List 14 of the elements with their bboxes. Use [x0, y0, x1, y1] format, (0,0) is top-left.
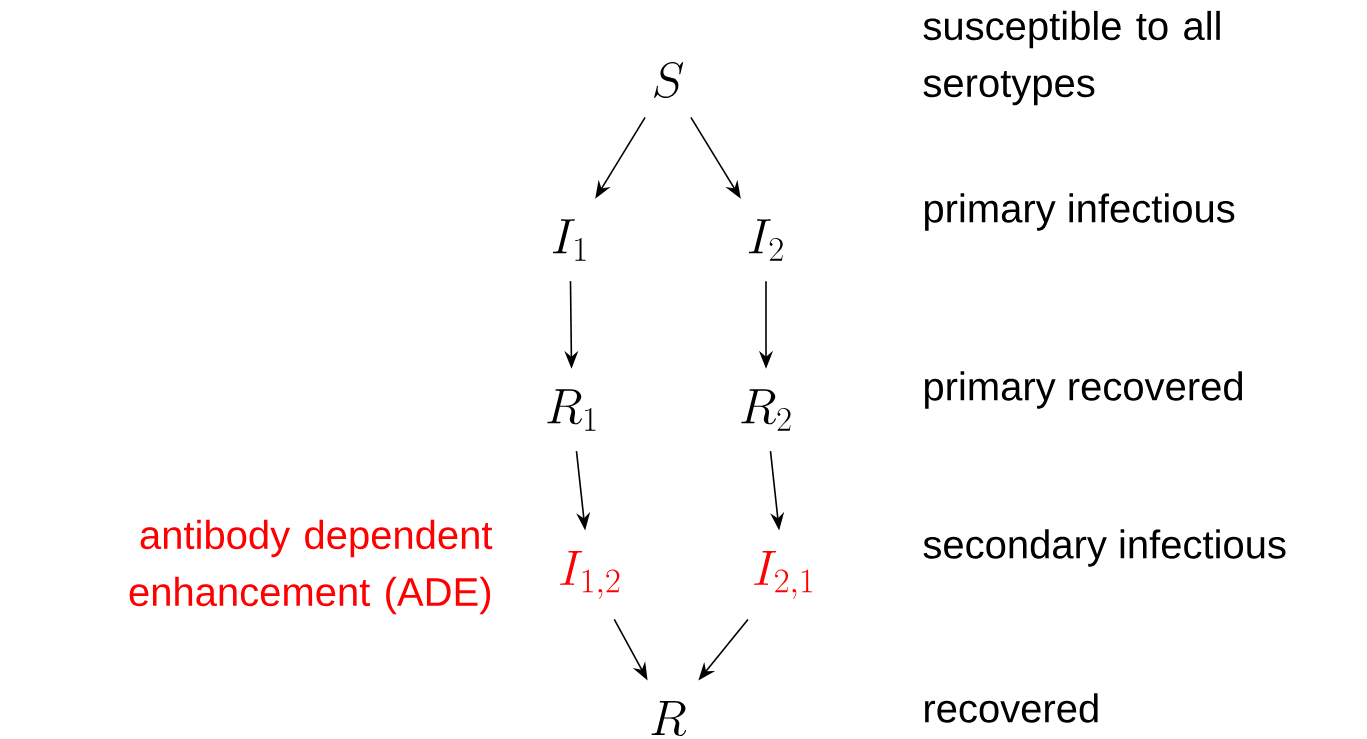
row-label: primary recovered	[925, 371, 1243, 409]
math-symbol: $R_1$	[547, 389, 596, 431]
row-label: susceptible to all serotypes	[923, 10, 1220, 106]
math-symbol: $S$	[654, 61, 684, 99]
math-symbol: $R$	[651, 701, 687, 737]
row-label: recovered	[925, 693, 1098, 723]
math-symbol: $I_{2,1}$	[754, 550, 813, 600]
math-symbol: $I_2$	[748, 219, 783, 261]
math-symbol: $I_1$	[552, 219, 586, 261]
row-label: secondary infectious	[923, 529, 1286, 567]
annotation-text: antibody dependent enhancement (ADE)	[129, 519, 493, 615]
math-symbol: $R_2$	[741, 389, 791, 431]
math-symbol: $I_{1,2}$	[560, 550, 620, 600]
row-label: primary infectious	[925, 193, 1235, 231]
